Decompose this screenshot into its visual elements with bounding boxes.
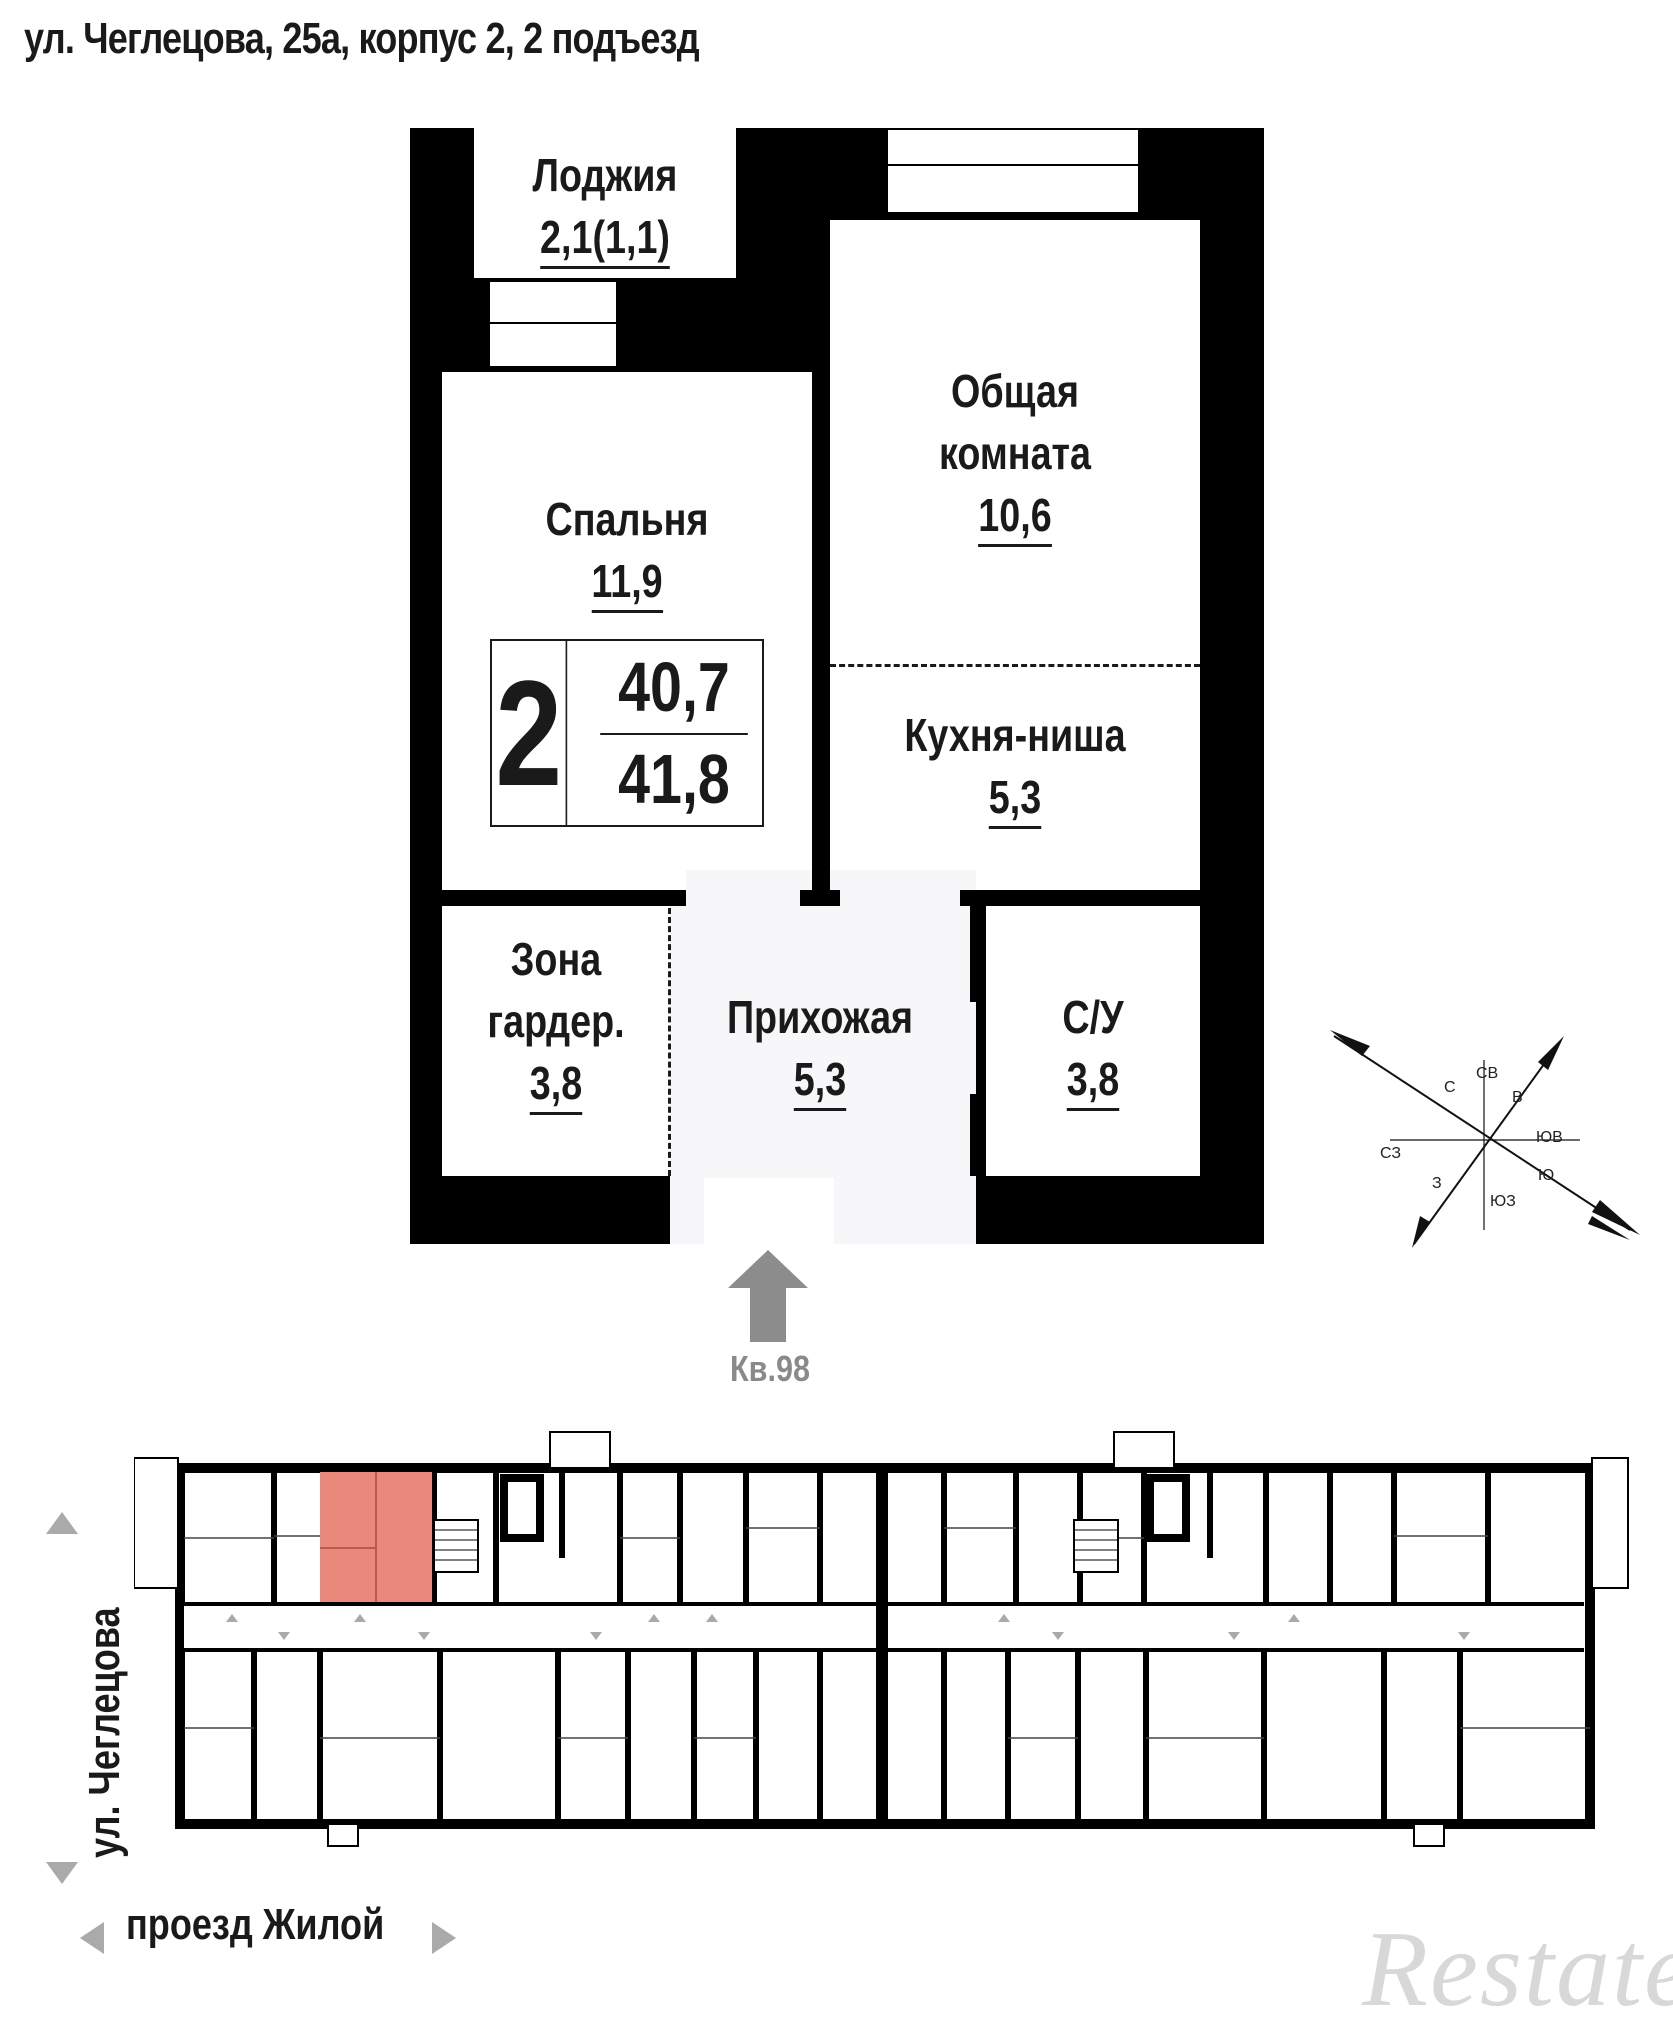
compass-w: З	[1432, 1175, 1442, 1192]
living-label: Общая комната 10,6	[863, 360, 1166, 547]
hall-wall-stub	[800, 890, 840, 906]
street-left-arrow-icon	[80, 1922, 104, 1954]
street-down-arrow-icon	[46, 1862, 78, 1884]
compass-e: В	[1512, 1089, 1523, 1106]
bath-wall-left-b	[970, 1094, 986, 1176]
entrance-gap	[704, 1176, 834, 1244]
rooms-count: 2	[492, 641, 568, 825]
living-area-value: 40,7	[600, 641, 748, 735]
bath-label: С/У 3,8	[1005, 986, 1180, 1111]
watermark-logo: Restate	[1362, 1910, 1673, 2029]
bedroom-living-wall	[812, 372, 830, 890]
floor-overview-plan	[134, 1431, 1629, 1847]
entrance-gap-fill	[704, 1176, 834, 1178]
bedroom-wall-bottom	[442, 890, 686, 906]
street-horizontal-label: проезд Жилой	[126, 1900, 385, 1949]
kitchen-divider	[830, 664, 1200, 667]
hall-label: Прихожая 5,3	[697, 986, 943, 1111]
bedroom-label: Спальня 11,9	[475, 488, 778, 613]
area-badge: 2 40,7 41,8	[490, 639, 764, 827]
compass-rose-icon: С СВ В ЮВ Ю ЮЗ З СЗ	[1330, 1030, 1640, 1248]
compass-n: С	[1444, 1079, 1456, 1096]
bath-wall-top	[960, 890, 1200, 906]
living-room	[830, 220, 1200, 890]
loggia-label: Лоджия 2,1(1,1)	[498, 144, 713, 269]
compass-s: Ю	[1538, 1167, 1554, 1184]
wardrobe-divider	[668, 908, 671, 1176]
compass-se: ЮВ	[1536, 1129, 1563, 1146]
loggia-room	[474, 128, 736, 278]
wardrobe-room	[442, 906, 670, 1176]
kitchen-label: Кухня-ниша 5,3	[863, 704, 1166, 829]
bath-room	[986, 906, 1200, 1176]
street-up-arrow-icon	[46, 1512, 78, 1534]
total-area-value: 41,8	[618, 740, 730, 818]
entry-arrow-icon	[728, 1250, 808, 1342]
wardrobe-label: Зона гардер. 3,8	[463, 928, 650, 1115]
bath-wall-left-a	[970, 906, 986, 1002]
compass-sw: ЮЗ	[1490, 1193, 1516, 1210]
loggia-window	[488, 280, 618, 368]
living-window	[886, 128, 1140, 214]
compass-ne: СВ	[1476, 1065, 1498, 1082]
apartment-number: Кв.98	[729, 1348, 811, 1389]
street-right-arrow-icon	[432, 1922, 456, 1954]
address-title: ул. Чеглецова, 25а, корпус 2, 2 подъезд	[24, 14, 700, 63]
compass-nw: СЗ	[1380, 1145, 1401, 1162]
